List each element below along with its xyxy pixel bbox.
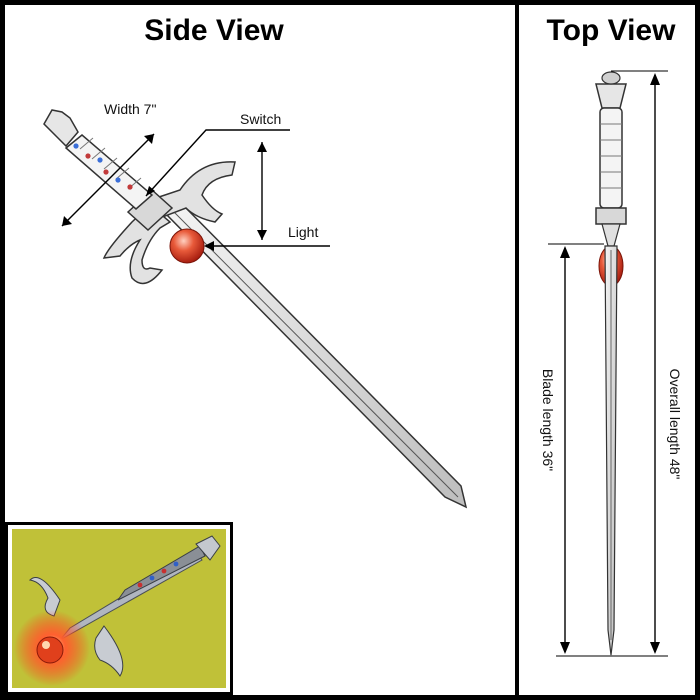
photo-grip-gem [161,568,167,574]
top-pommel [595,83,627,109]
light-label: Light [288,224,318,240]
overall-arrow-head [650,73,660,85]
top-grip [599,107,623,209]
overall-arrow-head [650,642,660,654]
height-arrow-head [257,142,267,152]
grip-gem [115,177,121,183]
blade-arrow-head [560,246,570,258]
side-view-annotations: Width 7" Switch Light [61,101,330,251]
product-photo [12,529,226,688]
side-pommel [43,109,79,148]
width-arrow-head [62,216,72,226]
light-arrow-head [204,241,214,251]
switch-label: Switch [240,111,281,127]
side-view-sword [43,109,468,509]
blade-length-label: Blade length 36" [540,369,556,471]
photo-light-gem [36,636,64,664]
blade-arrow-head [560,642,570,654]
top-view-annotations: Blade length 36" Overall length 48" [540,70,683,657]
side-blade-edge [171,209,459,498]
top-pommel-cap [601,71,621,85]
top-crossguard [595,207,627,225]
switch-arrow-head [146,186,155,196]
overall-length-label: Overall length 48" [667,369,683,480]
width-arrow-head [144,134,154,144]
top-view-sword [595,71,627,656]
grip-band [103,157,118,170]
switch-leader [145,129,290,197]
grip-gem [127,184,133,190]
grip-band [115,167,130,180]
height-arrow-head [257,230,267,240]
photo-pommel [195,535,221,561]
grip-gem [85,153,91,159]
photo-grip-gem [149,575,155,581]
photo-grip-gem [137,582,143,588]
width-label: Width 7" [104,101,156,117]
photo-guard-lower [94,625,124,677]
side-view-title: Side View [144,14,284,47]
photo-gem-highlight [42,641,50,649]
grip-band [91,147,106,160]
grip-gem [97,157,103,163]
top-view-title: Top View [547,14,677,47]
grip-band [79,137,94,150]
grip-gem [73,143,79,149]
photo-grip-gem [173,561,179,567]
width-arrow [61,133,155,227]
side-light-gem [169,228,205,264]
grip-gem [103,169,109,175]
